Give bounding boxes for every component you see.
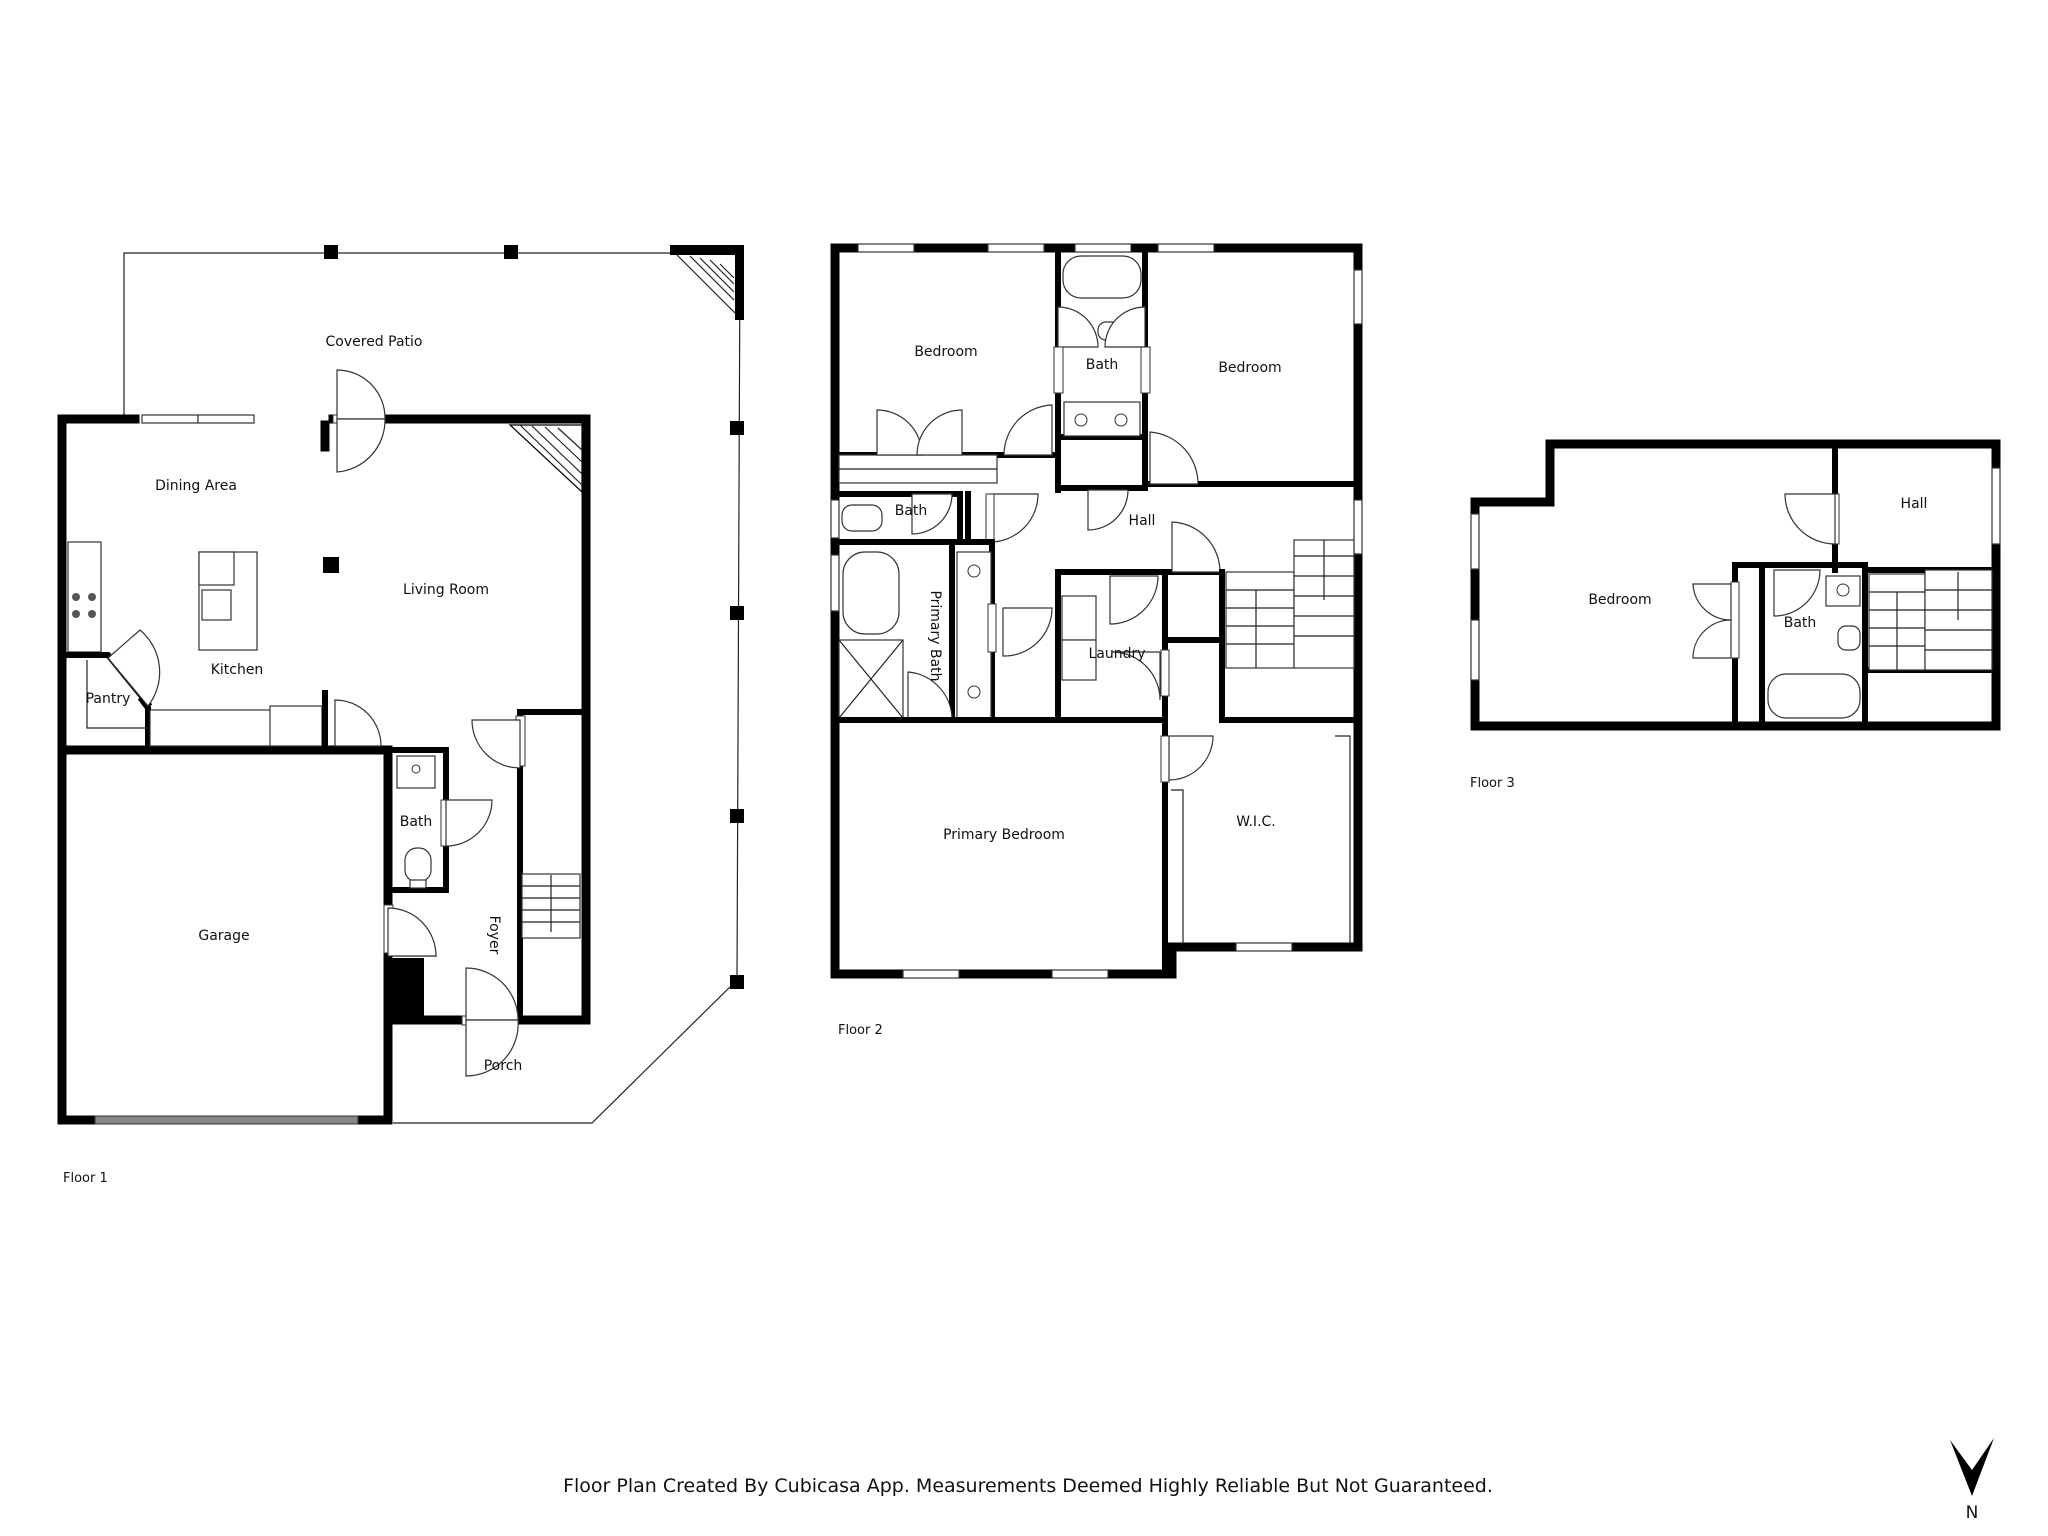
room-label-dining-area: Dining Area [155,478,237,494]
floor-label-1: Floor 1 [63,1171,108,1186]
room-label-wic: W.I.C. [1236,814,1276,830]
room-label-pantry: Pantry [86,691,131,707]
disclaimer-text: Floor Plan Created By Cubicasa App. Meas… [563,1475,1493,1497]
room-label-bath-hall: Bath [895,503,928,519]
room-label-living-room: Living Room [403,582,489,598]
floor-3: Hall Bedroom Bath Floor 3 [1470,439,2001,791]
floor-label-2: Floor 2 [838,1023,883,1038]
room-label-hall: Hall [1129,513,1156,529]
room-label-foyer: Foyer [486,916,502,955]
room-label-bath-jack-jill: Bath [1086,357,1119,373]
room-label-bedroom-1: Bedroom [914,344,977,360]
room-label-garage: Garage [198,928,249,944]
room-label-bedroom-2: Bedroom [1218,360,1281,376]
room-label-bath-floor3: Bath [1784,615,1817,631]
floor-1: Covered Patio Dining Area Living Room Ki… [57,245,744,1186]
north-arrow-icon [1950,1438,1994,1496]
room-label-primary-bedroom: Primary Bedroom [943,827,1065,843]
room-label-covered-patio: Covered Patio [326,334,423,350]
room-label-laundry: Laundry [1088,646,1145,662]
room-label-primary-bath: Primary Bath [927,590,943,681]
room-label-bath: Bath [400,814,433,830]
floor-label-3: Floor 3 [1470,776,1515,791]
floor-2: Bedroom Bath Bedroom Bath Hall Primary B… [830,243,1363,1038]
compass-label: N [1966,1503,1979,1523]
room-label-bedroom-floor3: Bedroom [1588,592,1651,608]
room-label-kitchen: Kitchen [211,662,264,678]
room-label-porch: Porch [484,1058,523,1074]
room-label-hall-floor3: Hall [1901,496,1928,512]
